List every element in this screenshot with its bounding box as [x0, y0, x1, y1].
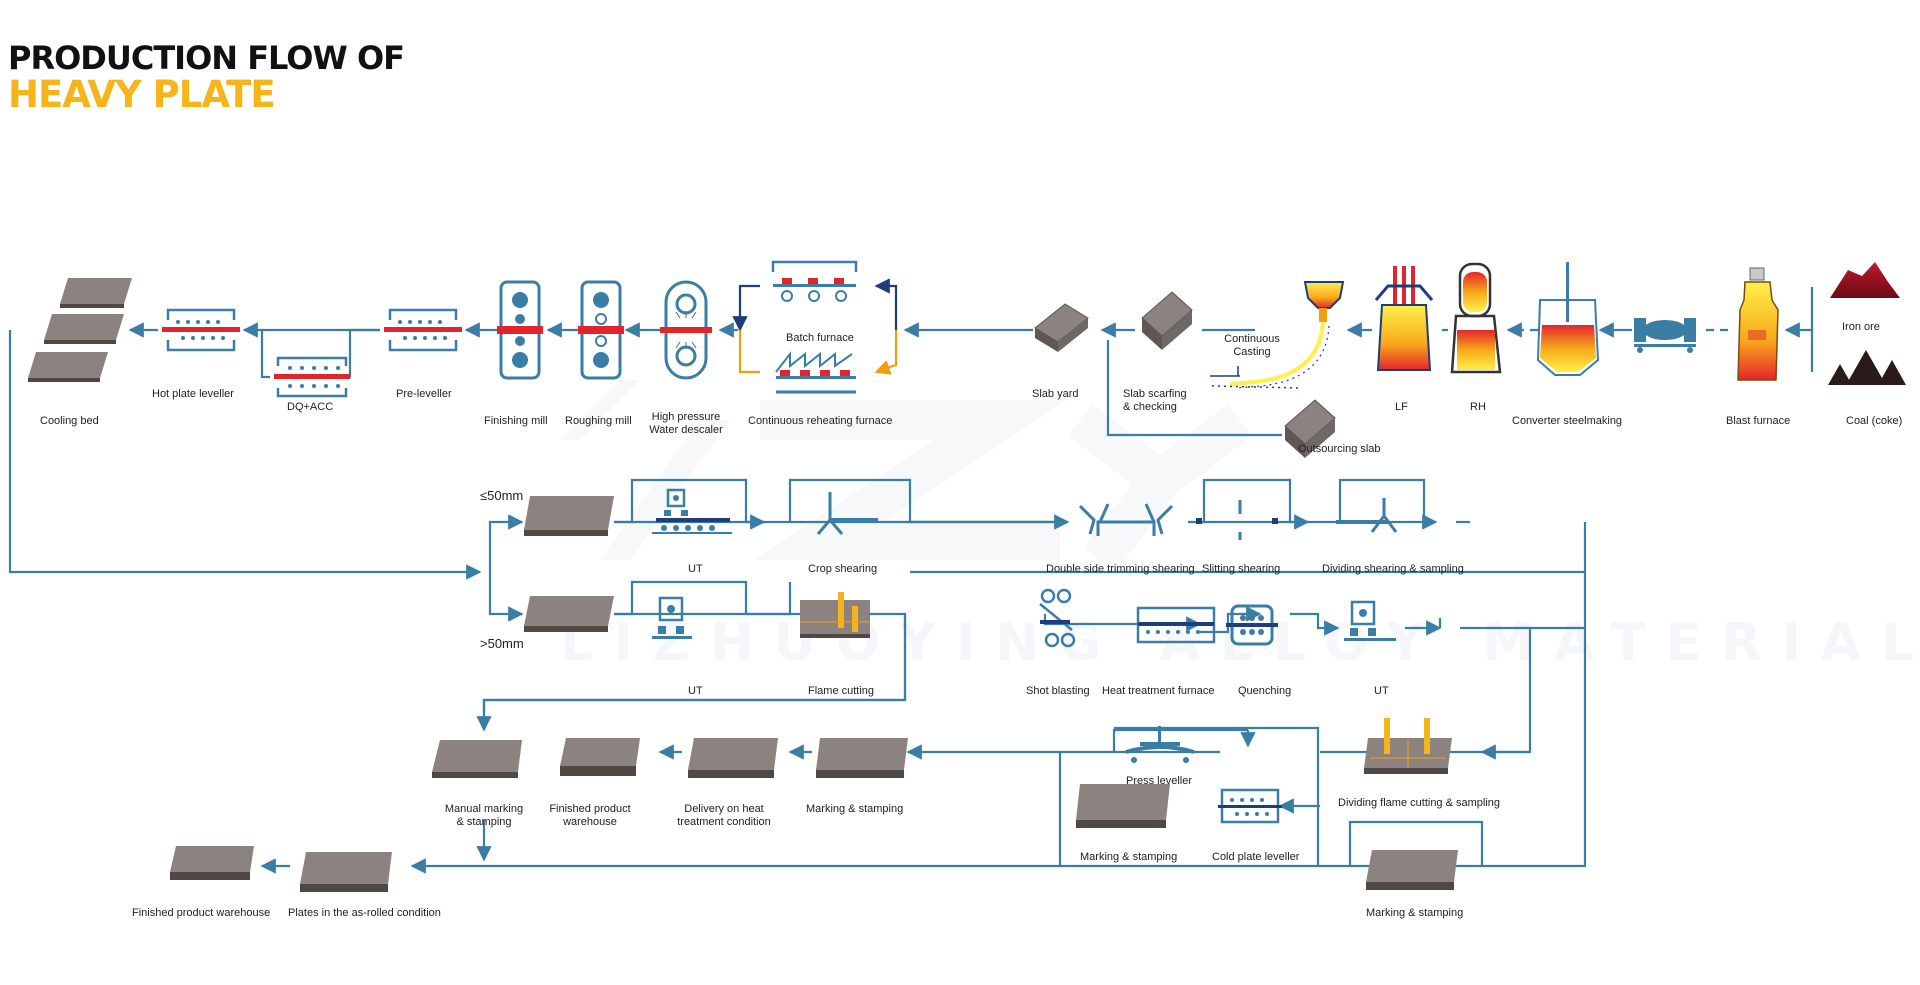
marking-stamping-2-icon [1076, 784, 1170, 828]
slitting-label: Slitting shearing [1202, 563, 1280, 575]
hot-leveller-icon [162, 308, 240, 352]
crop-shear-icon [816, 492, 878, 535]
double-side-label: Double side trimming shearing [1046, 563, 1195, 575]
pre-leveller-icon [384, 308, 462, 352]
slab-scarfing-icon [1141, 291, 1193, 350]
roughing-mill-label: Roughing mill [565, 415, 632, 427]
marking-stamping-3-label: Marking & stamping [1366, 907, 1463, 919]
reheating-furnace-icon [775, 351, 856, 394]
dq-acc-icon [274, 356, 350, 398]
batch-furnace-icon [771, 260, 858, 302]
slab-scarfing-label: Slab scarfing& checking [1123, 388, 1187, 413]
iron-ore-icon [1830, 262, 1900, 298]
batch-furnace-label: Batch furnace [786, 332, 854, 344]
outsourcing-slab-label: Outsourcing slab [1298, 443, 1381, 455]
flame-cut-icon [800, 592, 870, 638]
ut-2-icon [1344, 600, 1396, 641]
rh-icon [1450, 262, 1502, 374]
marking-stamping-label: Marking & stamping [806, 803, 903, 815]
converter-label: Converter steelmaking [1512, 415, 1622, 427]
thin-label: ≤50mm [480, 488, 523, 503]
plate-thick-icon [524, 596, 614, 632]
plate-thin-icon [524, 496, 614, 536]
manual-marking-label: Manual marking& stamping [445, 803, 523, 828]
title-line-2: HEAVY PLATE [8, 73, 276, 116]
marking-stamping-icon [816, 738, 908, 778]
quenching-icon [1226, 604, 1278, 646]
coal-label: Coal (coke) [1846, 415, 1902, 427]
descaler-icon [660, 280, 712, 380]
double-side-shear-icon [1078, 503, 1174, 536]
ut-thick-icon [652, 596, 692, 639]
marking-stamping-3-icon [1366, 850, 1458, 890]
crop-shear-label: Crop shearing [808, 563, 877, 575]
lf-icon [1374, 266, 1434, 371]
rh-label: RH [1470, 401, 1486, 413]
slab-yard-label: Slab yard [1032, 388, 1078, 400]
shot-blast-icon [1039, 588, 1076, 648]
press-leveller-icon [1125, 726, 1195, 763]
coal-icon [1828, 350, 1906, 385]
torpedo-car-icon [1634, 318, 1696, 353]
slitting-shear-icon [1196, 500, 1278, 540]
converter-icon [1536, 262, 1600, 376]
quenching-label: Quenching [1238, 685, 1291, 697]
dividing-label: Dividing shearing & sampling [1322, 563, 1464, 575]
heat-treatment-label: Heat treatment furnace [1102, 685, 1215, 697]
finished-warehouse-stack-icon [560, 738, 640, 776]
lf-label: LF [1395, 401, 1408, 413]
manual-marking-icon [432, 740, 522, 778]
as-rolled-icon [300, 852, 392, 892]
title-line-1: PRODUCTION FLOW OF [8, 39, 405, 77]
reheating-furnace-label: Continuous reheating furnace [748, 415, 892, 427]
finishing-mill-label: Finishing mill [484, 415, 548, 427]
iron-ore-label: Iron ore [1842, 321, 1880, 333]
outsourcing-slab-icon [1284, 399, 1336, 458]
finished-warehouse-2-label: Finished product warehouse [132, 907, 270, 919]
as-rolled-label: Plates in the as-rolled condition [288, 907, 441, 919]
dq-acc-label: DQ+ACC [287, 401, 333, 413]
marking-stamping-2-label: Marking & stamping [1080, 851, 1177, 863]
finished-warehouse-icon [170, 846, 254, 880]
dividing-flame-icon [1364, 718, 1452, 774]
delivery-heat-icon [688, 738, 778, 778]
slab-yard-icon [1034, 303, 1089, 352]
roughing-mill-icon [578, 280, 624, 380]
cooling-bed-icon [28, 278, 132, 382]
ut-thick-label: UT [688, 685, 703, 697]
cold-leveller-icon [1218, 788, 1282, 824]
heat-treatment-icon [1136, 606, 1216, 644]
ut-thin-icon [652, 488, 732, 534]
cold-leveller-label: Cold plate leveller [1212, 851, 1300, 863]
ut-thin-label: UT [688, 563, 703, 575]
cooling-bed-label: Cooling bed [40, 415, 99, 427]
dividing-shear-icon [1336, 498, 1398, 533]
blast-furnace-label: Blast furnace [1726, 415, 1790, 427]
finishing-mill-icon [497, 280, 543, 380]
continuous-casting-icon [1210, 281, 1345, 389]
ut-2-label: UT [1374, 685, 1389, 697]
flame-cut-label: Flame cutting [808, 685, 874, 697]
pre-leveller-label: Pre-leveller [396, 388, 452, 400]
shot-blast-label: Shot blasting [1026, 685, 1090, 697]
dividing-flame-label: Dividing flame cutting & sampling [1338, 797, 1500, 809]
thick-label: >50mm [480, 636, 524, 651]
blast-furnace-icon [1737, 267, 1779, 381]
hot-leveller-label: Hot plate leveller [152, 388, 234, 400]
